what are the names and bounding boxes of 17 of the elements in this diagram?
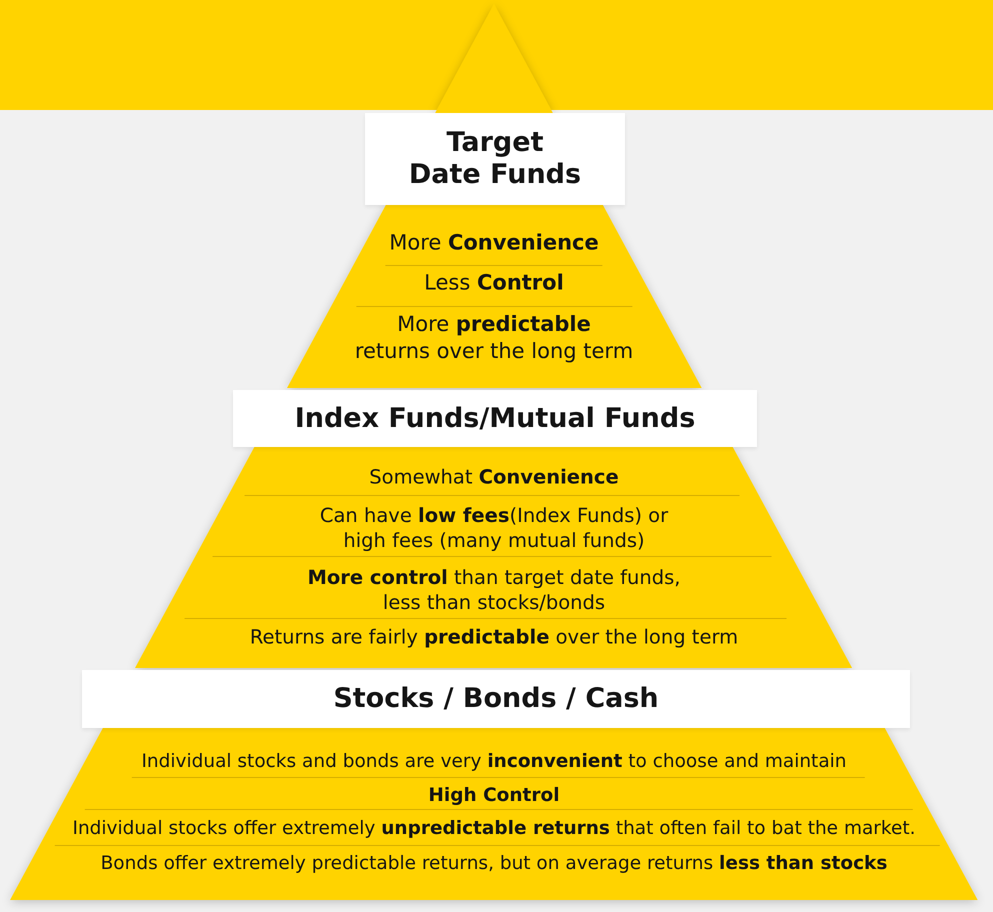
tier-row-text: More control than target date funds, less than stocks/bonds [308, 566, 680, 616]
pyramid-tier [135, 390, 853, 668]
tier-row-text: More predictable returns over the long term [354, 311, 634, 365]
tier-heading: Stocks / Bonds / Cash [82, 670, 910, 728]
tier-row-text: Somewhat Convenience [369, 466, 619, 490]
tier-row-text: Less Control [424, 270, 564, 296]
tier-row-text: Returns are fairly predictable over the long term [250, 626, 738, 650]
tier-heading: Target Date Funds [364, 113, 625, 205]
pyramid-tier [10, 670, 978, 900]
tier-row-text: Individual stocks and bonds are very inconvenient to choose and maintain [141, 750, 847, 774]
tier-row-text: Individual stocks offer extremely unpredictable returns that often fail to bat the market. [72, 817, 916, 841]
tier-row-text: More Convenience [389, 230, 599, 256]
tier-row-text: Can have low fees(Index Funds) or high fees (many mutual funds) [320, 504, 668, 554]
pyramid-tier [286, 113, 702, 388]
tier-heading: Index Funds/Mutual Funds [232, 390, 757, 447]
tier-row-text: High Control [428, 784, 560, 808]
tier-row-text: Bonds offer extremely predictable returns, but on average returns less than stocks [100, 852, 888, 876]
